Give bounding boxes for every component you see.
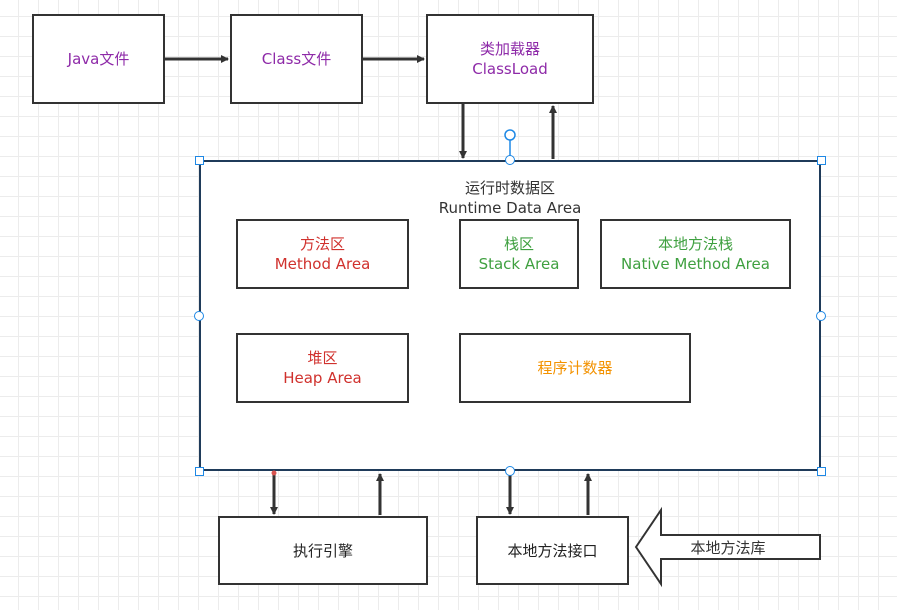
label: ClassLoad (472, 60, 548, 78)
native-library-arrow (634, 506, 821, 588)
label: Class文件 (261, 50, 332, 68)
resize-handle[interactable] (195, 156, 204, 165)
resize-handle[interactable] (817, 156, 826, 165)
class-file-node[interactable]: Class文件 (230, 14, 363, 104)
method-area-node[interactable]: 方法区 Method Area (236, 219, 409, 289)
resize-handle[interactable] (817, 467, 826, 476)
connection-point[interactable] (505, 466, 515, 476)
heap-area-node[interactable]: 堆区 Heap Area (236, 333, 409, 403)
label: Native Method Area (621, 255, 770, 273)
label: 本地方法栈 (657, 235, 733, 253)
resize-handle[interactable] (195, 467, 204, 476)
label: 方法区 (299, 235, 345, 253)
label: 类加载器 (479, 40, 540, 58)
label: 程序计数器 (537, 359, 613, 377)
label: 栈区 (503, 235, 534, 253)
native-interface-node[interactable]: 本地方法接口 (476, 516, 629, 585)
execution-engine-node[interactable]: 执行引擎 (218, 516, 428, 585)
label: Method Area (274, 255, 371, 273)
stack-area-node[interactable]: 栈区 Stack Area (459, 219, 579, 289)
label: 本地方法接口 (507, 541, 598, 560)
rotate-handle[interactable] (504, 129, 516, 141)
java-file-node[interactable]: Java文件 (32, 14, 165, 104)
label: 执行引擎 (292, 541, 353, 560)
classloader-node[interactable]: 类加载器 ClassLoad (426, 14, 594, 104)
label: Stack Area (478, 255, 560, 273)
connection-point[interactable] (194, 311, 204, 321)
native-method-stack-node[interactable]: 本地方法栈 Native Method Area (600, 219, 791, 289)
program-counter-node[interactable]: 程序计数器 (459, 333, 691, 403)
label: Heap Area (283, 369, 362, 387)
connection-point[interactable] (816, 311, 826, 321)
label: Java文件 (67, 50, 130, 68)
connection-point[interactable] (505, 155, 515, 165)
native-library-label: 本地方法库 (690, 539, 765, 557)
label: 堆区 (307, 349, 338, 367)
